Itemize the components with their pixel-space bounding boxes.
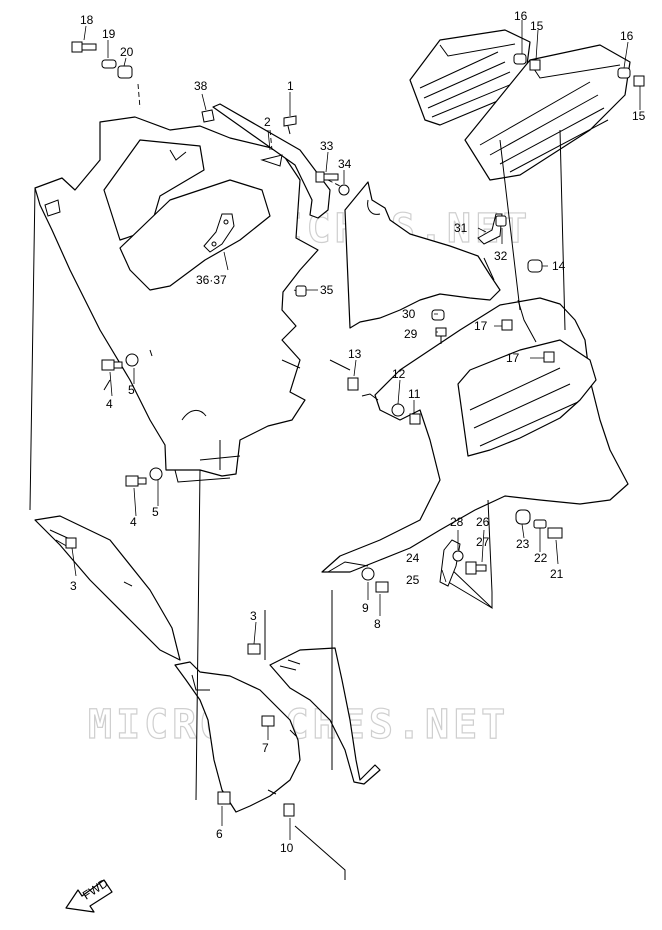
- lower-side-panel[interactable]: [34, 515, 181, 661]
- callout-24[interactable]: 24: [406, 551, 420, 565]
- reference-lines: [29, 83, 566, 880]
- callout-32[interactable]: 32: [494, 249, 508, 263]
- bolt-icon[interactable]: [71, 41, 97, 53]
- callout-21[interactable]: 21: [550, 567, 564, 581]
- screw-icon[interactable]: [375, 581, 389, 593]
- callout-3b[interactable]: 3: [250, 609, 257, 623]
- grommet-icon[interactable]: [125, 353, 139, 367]
- inner-cowling-panel[interactable]: [34, 116, 319, 483]
- clip-icon[interactable]: [543, 351, 555, 363]
- clip-icon[interactable]: [347, 377, 359, 391]
- collar-icon[interactable]: [101, 59, 117, 69]
- callout-19[interactable]: 19: [102, 27, 116, 41]
- callout-8[interactable]: 8: [374, 617, 381, 631]
- clip-icon[interactable]: [217, 791, 231, 805]
- callout-15b[interactable]: 15: [632, 109, 646, 123]
- callout-labels: 18 19 20 38 1 2 33 34 36·37 35 31 32 14 …: [70, 9, 646, 855]
- callout-16b[interactable]: 16: [620, 29, 634, 43]
- bracket-icon[interactable]: [203, 213, 235, 253]
- grommet-icon[interactable]: [149, 467, 163, 481]
- callout-31[interactable]: 31: [454, 221, 468, 235]
- callout-1[interactable]: 1: [287, 79, 294, 93]
- callout-34[interactable]: 34: [338, 157, 352, 171]
- callout-7[interactable]: 7: [262, 741, 269, 755]
- lower-outer-panel[interactable]: [269, 647, 381, 785]
- fwd-arrow-icon: FWD: [65, 876, 113, 913]
- screw-icon[interactable]: [283, 115, 297, 135]
- callout-leaders: [71, 20, 641, 840]
- clip-icon[interactable]: [283, 803, 295, 817]
- grommet-icon[interactable]: [452, 550, 464, 562]
- collar-icon[interactable]: [533, 519, 547, 529]
- callout-25[interactable]: 25: [406, 573, 420, 587]
- callout-16a[interactable]: 16: [514, 9, 528, 23]
- callout-5a[interactable]: 5: [128, 383, 135, 397]
- clip-icon[interactable]: [501, 319, 513, 331]
- bolt-icon[interactable]: [465, 561, 487, 575]
- callout-18[interactable]: 18: [80, 13, 94, 27]
- brace-rod[interactable]: [212, 103, 331, 219]
- callout-9[interactable]: 9: [362, 601, 369, 615]
- callout-10[interactable]: 10: [280, 841, 294, 855]
- screw-icon[interactable]: [529, 59, 541, 71]
- grommet-icon[interactable]: [338, 184, 350, 196]
- nut-icon[interactable]: [295, 285, 307, 297]
- air-duct-grille-right[interactable]: [464, 44, 631, 181]
- hardware: [65, 41, 645, 817]
- grommet-icon[interactable]: [527, 259, 543, 273]
- callout-15a[interactable]: 15: [530, 19, 544, 33]
- grommet-icon[interactable]: [515, 509, 531, 525]
- nut-icon[interactable]: [431, 309, 445, 321]
- callout-6[interactable]: 6: [216, 827, 223, 841]
- callout-12[interactable]: 12: [392, 367, 406, 381]
- grommet-icon[interactable]: [361, 567, 375, 581]
- callout-30[interactable]: 30: [402, 307, 416, 321]
- bolt-icon[interactable]: [547, 527, 563, 539]
- screw-icon[interactable]: [247, 643, 261, 655]
- side-cowling-body[interactable]: [321, 181, 629, 573]
- callout-4b[interactable]: 4: [130, 515, 137, 529]
- bolt-icon[interactable]: [315, 171, 339, 183]
- callout-22[interactable]: 22: [534, 551, 548, 565]
- callout-38[interactable]: 38: [194, 79, 208, 93]
- callout-11[interactable]: 11: [408, 387, 421, 401]
- callout-27[interactable]: 27: [476, 535, 490, 549]
- callout-23[interactable]: 23: [516, 537, 530, 551]
- callout-13[interactable]: 13: [348, 347, 362, 361]
- callout-28[interactable]: 28: [450, 515, 464, 529]
- callout-5b[interactable]: 5: [152, 505, 159, 519]
- callout-20[interactable]: 20: [120, 45, 134, 59]
- screw-icon[interactable]: [125, 475, 147, 487]
- lower-inner-panel[interactable]: [174, 661, 301, 813]
- callout-26[interactable]: 26: [476, 515, 490, 529]
- nut-icon[interactable]: [513, 53, 527, 65]
- grommet-icon[interactable]: [391, 403, 405, 417]
- nut-icon[interactable]: [495, 215, 507, 227]
- bracket-icon[interactable]: [439, 539, 461, 587]
- screw-icon[interactable]: [101, 359, 123, 371]
- callout-36-37[interactable]: 36·37: [196, 273, 227, 287]
- callout-3a[interactable]: 3: [70, 579, 77, 593]
- callout-33[interactable]: 33: [320, 139, 334, 153]
- callout-17b[interactable]: 17: [506, 351, 520, 365]
- screw-icon[interactable]: [261, 715, 275, 727]
- callout-35[interactable]: 35: [320, 283, 334, 297]
- nut-icon[interactable]: [617, 67, 631, 79]
- screw-icon[interactable]: [409, 413, 421, 425]
- clip-icon[interactable]: [201, 109, 215, 123]
- screw-icon[interactable]: [633, 75, 645, 87]
- callout-2[interactable]: 2: [264, 115, 271, 129]
- callout-17a[interactable]: 17: [474, 319, 488, 333]
- callout-4a[interactable]: 4: [106, 397, 113, 411]
- callout-29[interactable]: 29: [404, 327, 418, 341]
- nut-icon[interactable]: [117, 65, 133, 79]
- callout-14[interactable]: 14: [552, 259, 566, 273]
- screw-icon[interactable]: [65, 537, 77, 549]
